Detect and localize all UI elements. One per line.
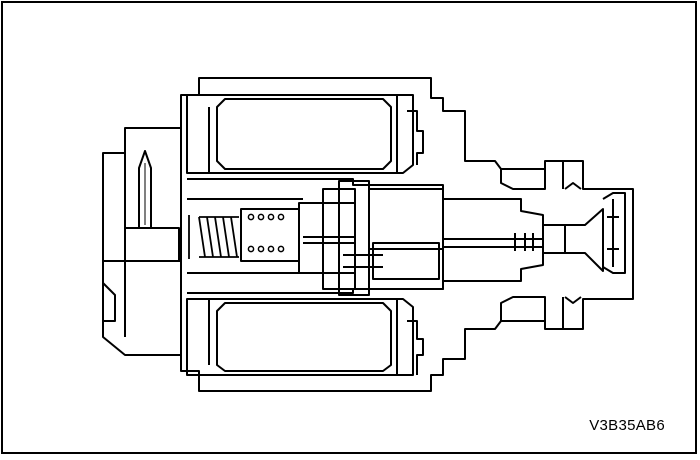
lower-groove: [500, 296, 546, 321]
figure-reference-code: V3B35AB6: [589, 417, 665, 434]
housing-outline: [102, 77, 634, 392]
bracket-step: [125, 227, 180, 261]
plunger-body: [240, 208, 300, 262]
upper-coil-winding: [216, 98, 392, 170]
upper-coil-housing: [186, 94, 414, 174]
lower-coil-terminal: [407, 320, 424, 375]
right-connector: [602, 192, 626, 274]
upper-coil-terminal: [407, 110, 424, 165]
lower-coil-housing: [186, 298, 414, 376]
figure-frame: V3B35AB6: [1, 1, 697, 454]
connector-shaft: [543, 208, 604, 272]
upper-groove: [500, 169, 546, 190]
solenoid-cross-section-drawing: [102, 77, 634, 392]
valve-port: [372, 242, 440, 280]
return-spring: [188, 215, 239, 259]
lower-coil-winding: [216, 302, 392, 372]
valve-block: [368, 188, 444, 290]
bracket-notch: [102, 282, 116, 322]
plunger-holes: [247, 213, 285, 253]
